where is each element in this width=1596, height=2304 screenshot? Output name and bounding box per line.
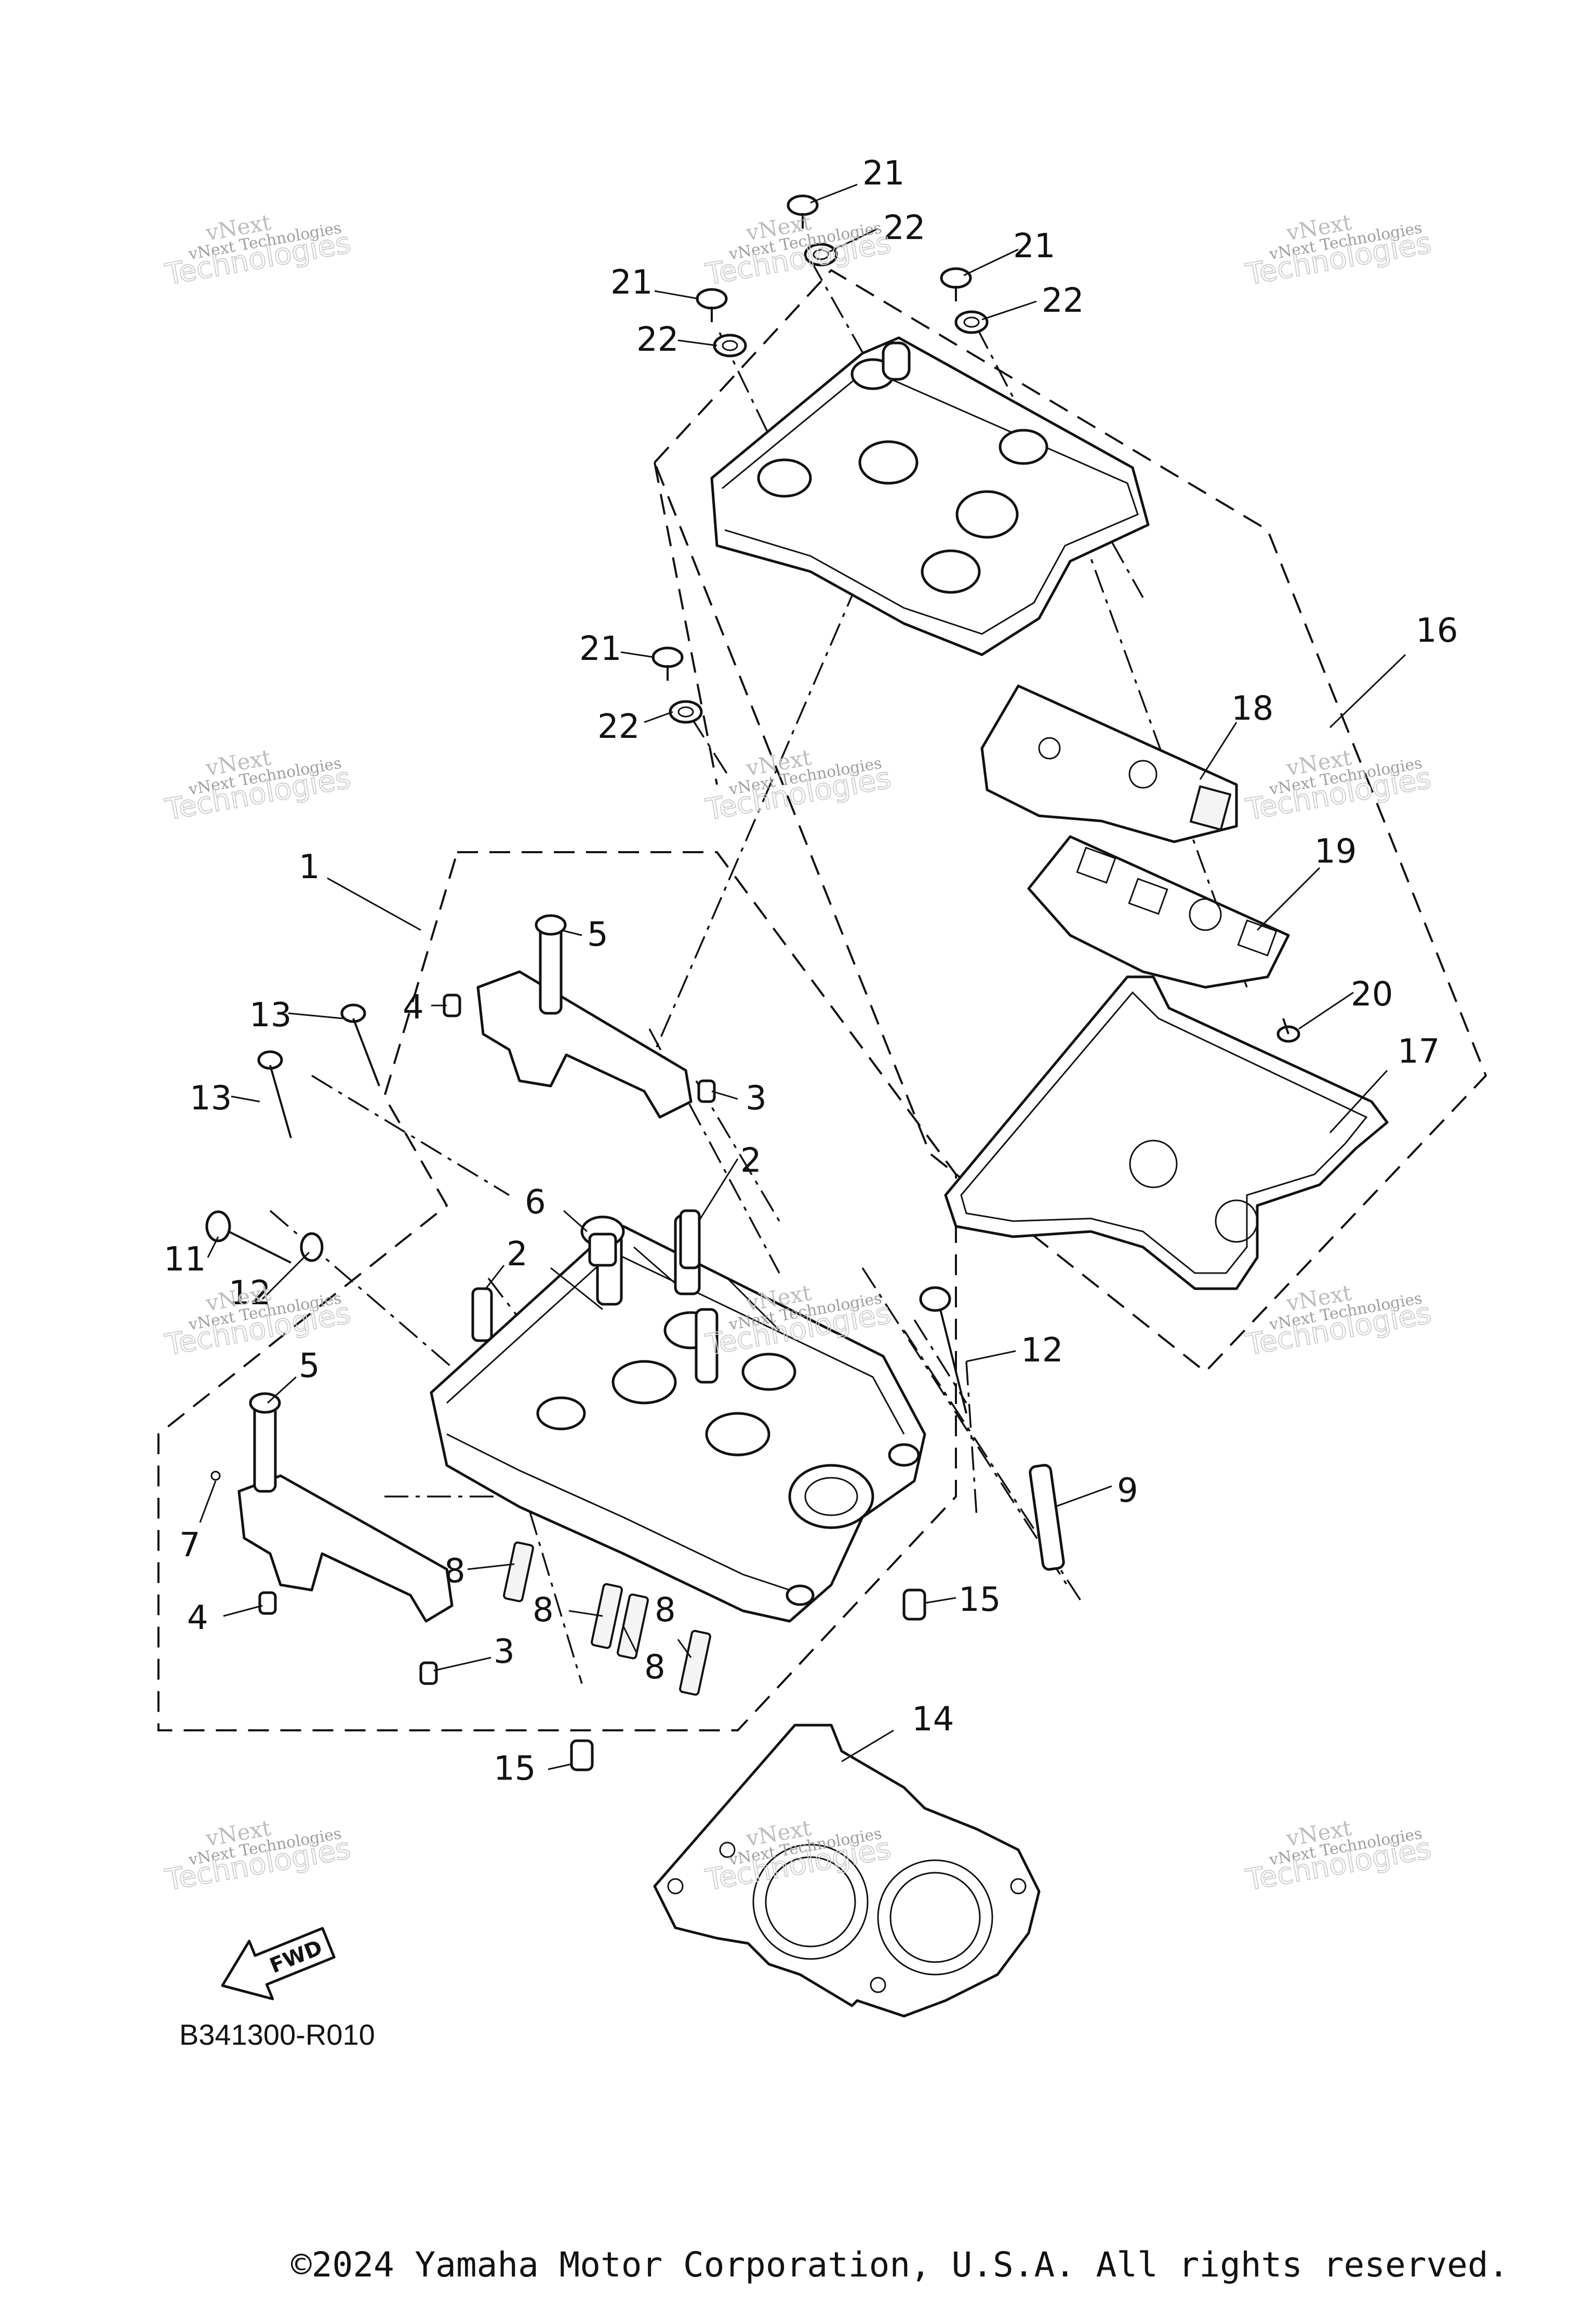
leader-lines <box>199 183 1406 1770</box>
watermark-mid2-right: vNext vNext Technologies Technologies <box>1243 1280 1434 1363</box>
callout-14: 14 <box>912 1700 954 1739</box>
callout-7: 7 <box>179 1526 201 1565</box>
forward-arrow: FWD <box>221 1927 336 2001</box>
callout-2b: 2 <box>507 1235 528 1274</box>
callout-18: 19 <box>1314 832 1356 871</box>
callout-21c: 21 <box>1013 227 1055 266</box>
copyright-notice: ©2024 Yamaha Motor Corporation, U.S.A. A… <box>291 2245 1509 2285</box>
bolt-21-lower <box>651 646 684 681</box>
callout-3b: 3 <box>494 1633 515 1671</box>
stud-bolts-8 <box>503 1541 711 1696</box>
gasket-plate-17 <box>980 684 1238 843</box>
cover-bolts-and-washers <box>651 194 1300 1043</box>
callout-13a: 13 <box>249 996 291 1035</box>
callout-22c: 22 <box>1042 282 1084 320</box>
callout-6: 6 <box>525 1183 546 1222</box>
cylinder-head-cover <box>710 336 1150 656</box>
washer-22-right <box>954 310 989 334</box>
callout-4b: 4 <box>187 1599 208 1637</box>
camshaft-group-outline <box>157 851 957 1731</box>
callout-3a: 3 <box>746 1079 767 1118</box>
callout-21a: 21 <box>862 154 905 193</box>
watermark-bottom-left: vNext vNext Technologies Technologies <box>162 1815 354 1898</box>
washer-22-lower <box>669 700 703 724</box>
dowel-pin-2-right <box>679 1209 701 1269</box>
callout-21d: 21 <box>579 630 621 668</box>
callout-8c: 8 <box>655 1591 676 1630</box>
callout-11: 12 <box>229 1274 271 1313</box>
callout-2a: 2 <box>740 1142 762 1180</box>
callout-22d: 22 <box>597 708 640 746</box>
washer-22-top <box>804 243 838 267</box>
cylinder-head <box>430 1214 926 1623</box>
callout-12: 12 <box>1021 1331 1063 1370</box>
camshaft-cap-lower <box>210 1392 454 1685</box>
bolt-21-top <box>787 194 819 229</box>
gasket-plate-18 <box>1027 835 1290 989</box>
diagram-code: B341300-R010 <box>179 2018 375 2051</box>
head-gasket-14 <box>653 1724 1041 2018</box>
callout-13b: 13 <box>190 1079 232 1118</box>
spark-plug-9 <box>1029 1464 1065 1571</box>
dowel-pin-2-left <box>471 1287 493 1342</box>
cover-side-outline <box>654 462 718 785</box>
callout-22b: 22 <box>636 321 679 359</box>
camshaft-cap-upper <box>443 914 716 1119</box>
dowel-15-right <box>902 1588 926 1621</box>
watermark-top-right: vNext vNext Technologies Technologies <box>1243 209 1434 293</box>
callout-8a: 8 <box>444 1552 466 1591</box>
bolt-13-upper <box>340 1003 380 1087</box>
bolt-21-right <box>940 267 972 301</box>
callout-17: 18 <box>1231 690 1273 728</box>
callout-21b: 21 <box>610 263 653 302</box>
washer-22-left <box>713 334 747 357</box>
callout-19: 20 <box>1351 975 1393 1014</box>
cover-gasket-20 <box>944 975 1389 1290</box>
bolt-13-lower <box>257 1050 292 1138</box>
plug-6 <box>580 1215 625 1267</box>
callout-15b: 15 <box>494 1750 536 1788</box>
callout-20: 17 <box>1398 1032 1440 1071</box>
watermark-mid1-left: vNext vNext Technologies Technologies <box>162 745 354 828</box>
callout-15a: 15 <box>959 1581 1001 1619</box>
callout-4a: 4 <box>403 988 424 1027</box>
dowel-15-lower <box>570 1739 594 1771</box>
watermark-mid1-right: vNext vNext Technologies Technologies <box>1243 745 1434 828</box>
bolt-19 <box>1276 1018 1300 1043</box>
callout-10: 11 <box>164 1240 206 1279</box>
watermark-mid1-center: vNext vNext Technologies Technologies <box>702 745 894 828</box>
callout-5b: 5 <box>299 1347 320 1385</box>
bolt-21-left <box>696 288 728 322</box>
callout-9: 9 <box>1117 1472 1138 1510</box>
callout-22a: 22 <box>883 209 925 247</box>
bolt-10 <box>205 1210 291 1264</box>
callout-16: 16 <box>1416 612 1458 650</box>
callout-5a: 5 <box>587 916 608 954</box>
callout-1: 1 <box>299 848 320 886</box>
watermark-top-left: vNext vNext Technologies Technologies <box>162 209 354 293</box>
callout-labels: 21 22 21 22 21 22 21 22 16 18 19 20 17 1… <box>164 154 1458 1788</box>
watermark-bottom-right: vNext vNext Technologies Technologies <box>1243 1815 1434 1898</box>
callout-8d: 8 <box>644 1648 666 1687</box>
cylinder-cover-group-outline <box>653 269 1487 1373</box>
bolt-12 <box>919 1286 967 1414</box>
callout-8b: 8 <box>533 1591 554 1630</box>
